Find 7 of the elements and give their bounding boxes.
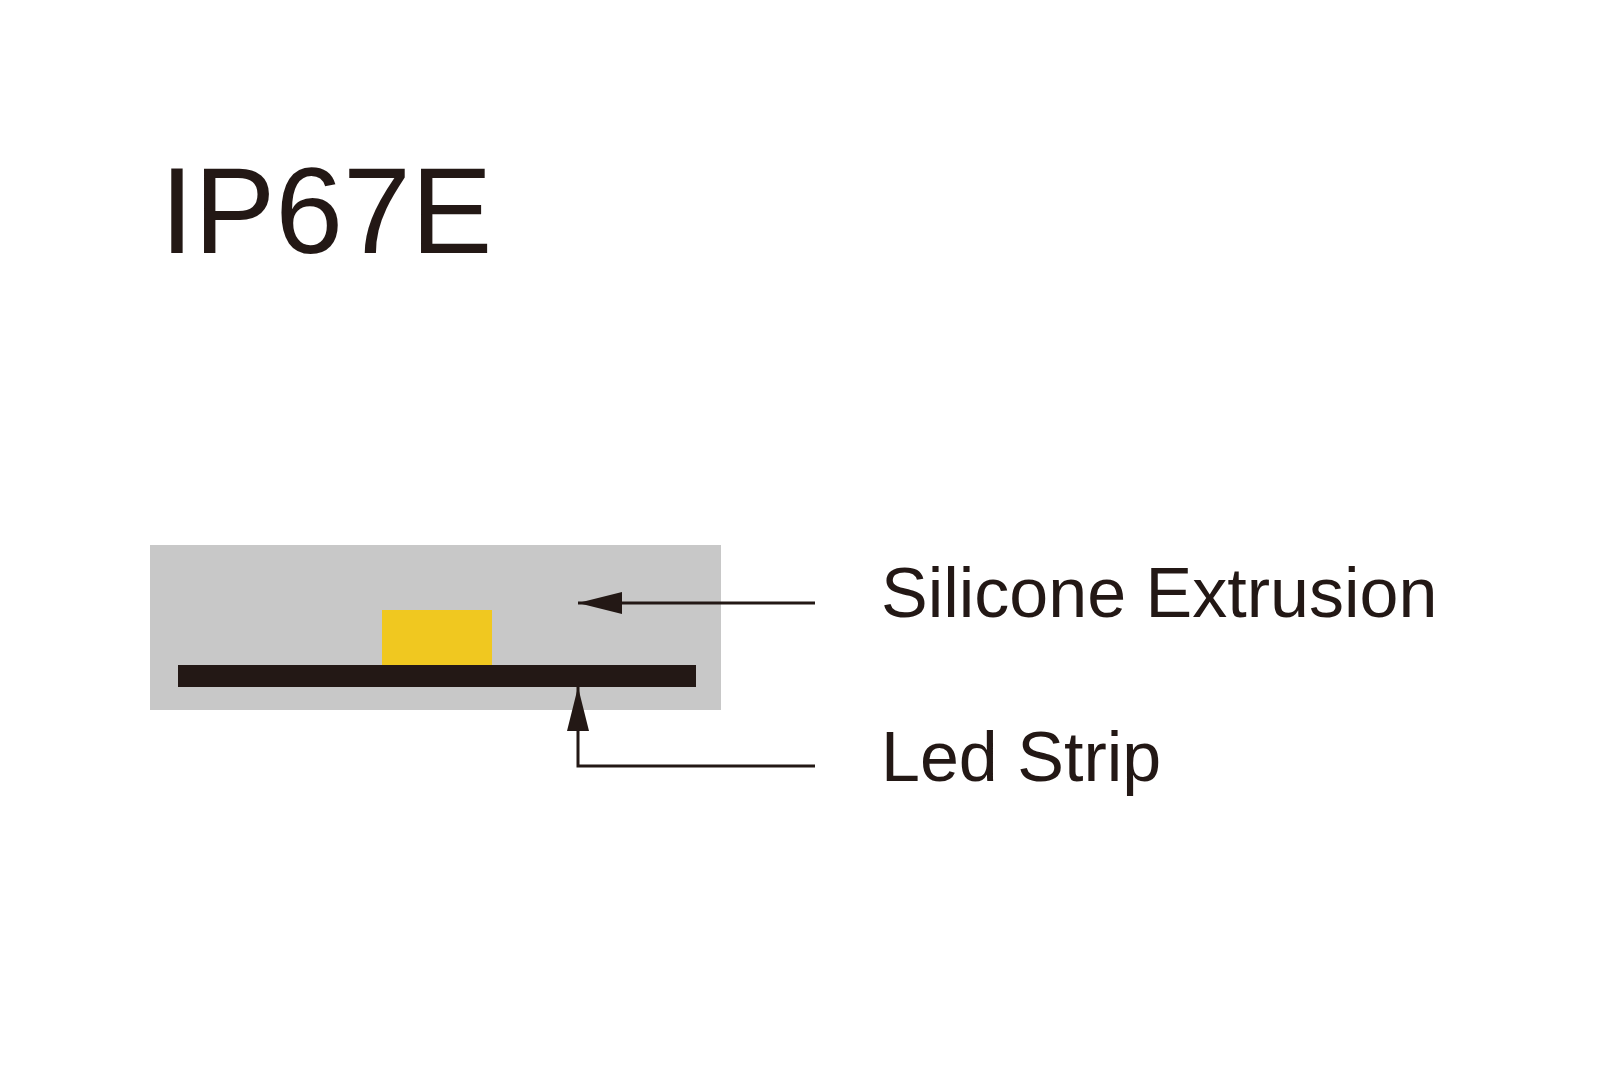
silicone-extrusion [150,545,721,710]
leader-line [567,687,815,768]
part-label: Silicone Extrusion [815,558,1438,628]
diagram-title: IP67E [160,150,493,272]
strip-bar [178,665,696,687]
leader-line [578,592,815,614]
led-chip [382,610,492,665]
